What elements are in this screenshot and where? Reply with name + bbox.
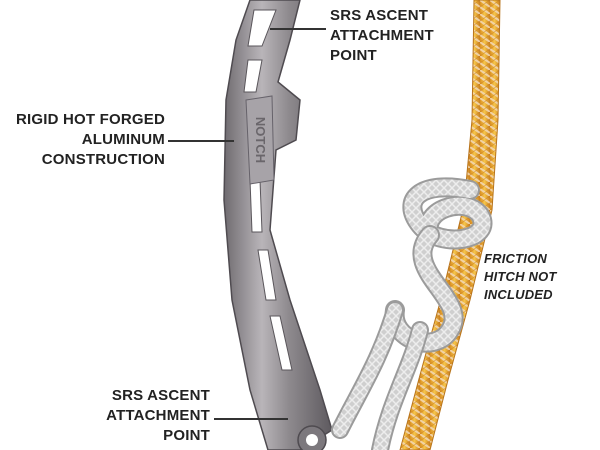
callout-line: SRS ASCENT — [330, 7, 429, 24]
callout-line: FRICTION — [484, 251, 547, 266]
callout-line: HITCH NOT — [484, 269, 557, 284]
callout-line: RIGID HOT FORGED — [15, 111, 165, 128]
forged-aluminum-ascender-device: NOTCH — [223, 0, 333, 450]
leader-line-middle — [168, 140, 234, 142]
callout-line: POINT — [163, 427, 210, 444]
callout-line: ATTACHMENT — [106, 407, 210, 424]
callout-construction: RIGID HOT FORGED ALUMINUM CONSTRUCTION — [16, 110, 165, 170]
leader-line-top — [270, 28, 326, 30]
callout-line: INCLUDED — [484, 287, 553, 302]
friction-hitch-cord — [331, 177, 493, 450]
callout-friction-hitch: FRICTION HITCH NOT INCLUDED — [484, 250, 557, 304]
callout-bottom-attachment-point: SRS ASCENT ATTACHMENT POINT — [106, 386, 210, 446]
leader-line-bottom — [214, 418, 288, 420]
callout-line: ALUMINUM — [81, 131, 165, 148]
callout-line: POINT — [330, 47, 377, 64]
callout-line: CONSTRUCTION — [41, 151, 165, 168]
callout-line: ATTACHMENT — [330, 27, 434, 44]
callout-top-attachment-point: SRS ASCENT ATTACHMENT POINT — [330, 6, 434, 66]
device-brand-marking: NOTCH — [253, 117, 268, 163]
callout-line: SRS ASCENT — [111, 387, 210, 404]
